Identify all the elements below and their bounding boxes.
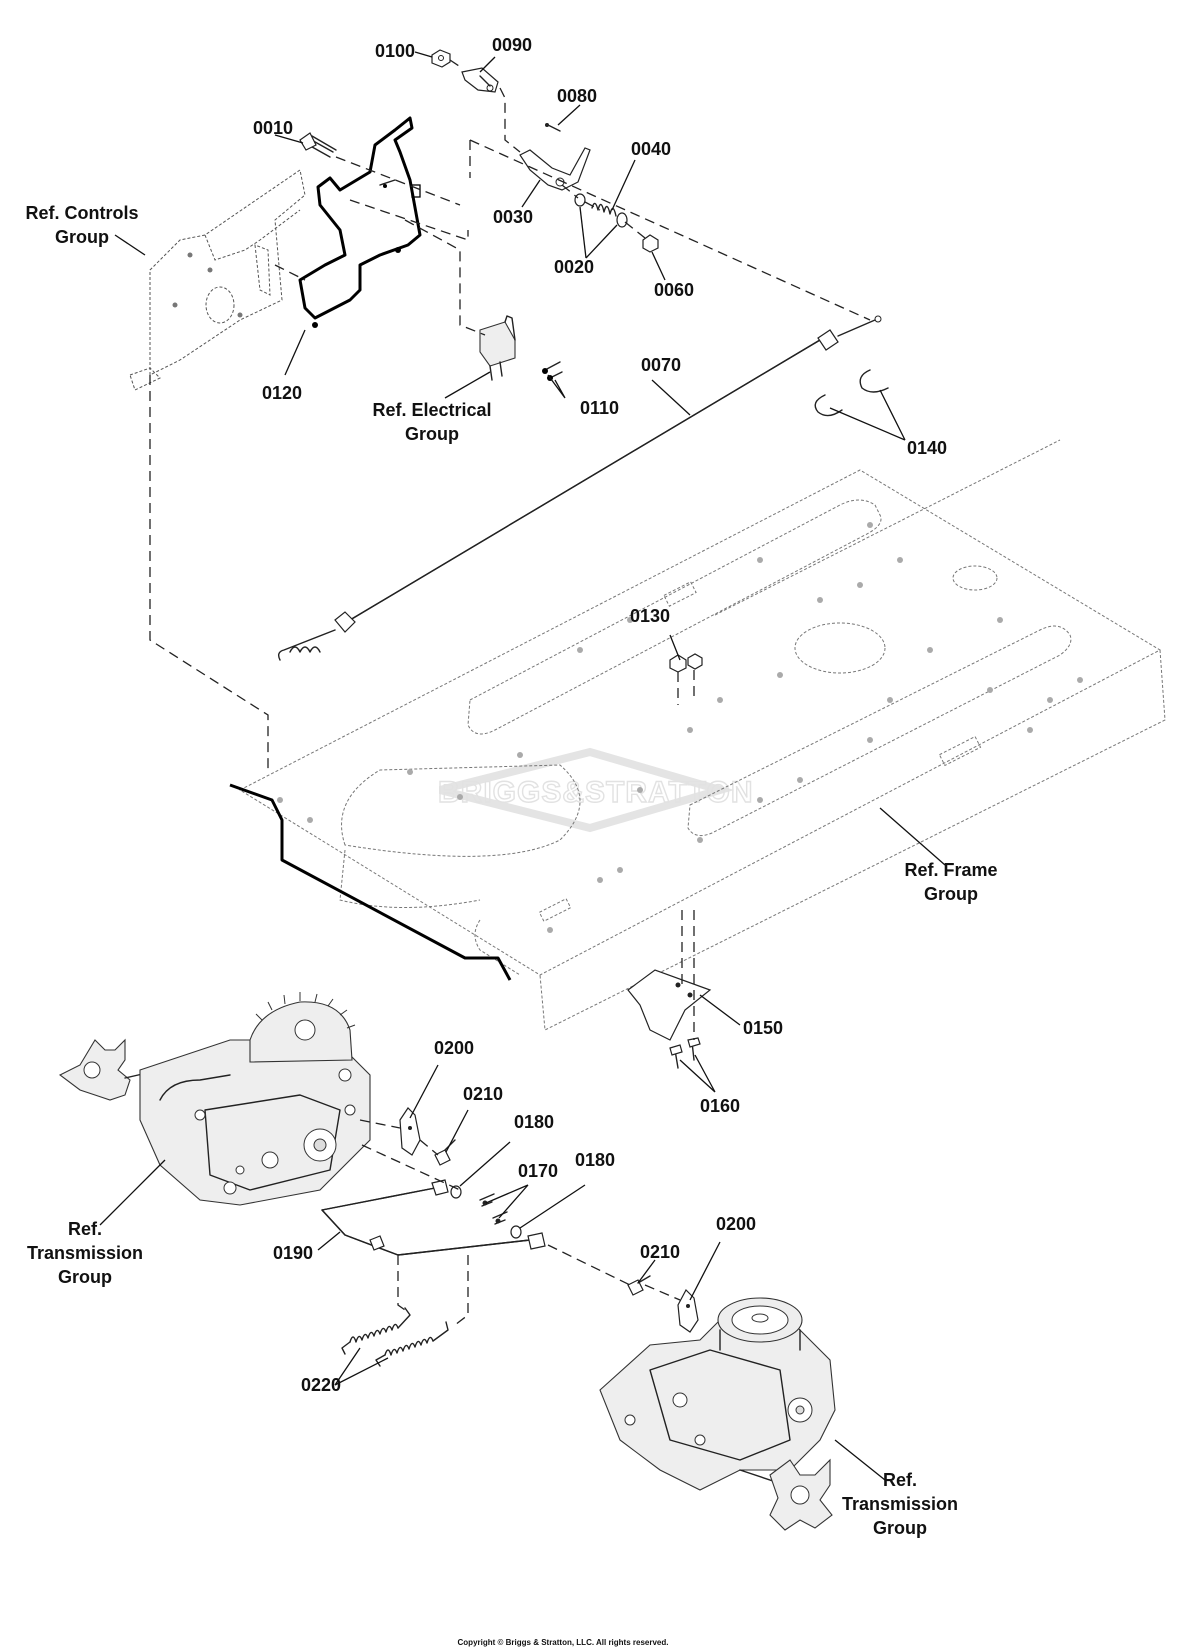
brand-watermark: BRIGGS&STRATTON [437, 747, 754, 833]
label-0100: 0100 [375, 41, 415, 61]
label-0200-b: 0200 [716, 1214, 756, 1234]
cable-0070 [277, 315, 882, 661]
label-0180-a: 0180 [514, 1112, 554, 1132]
bolt-0010 [299, 132, 337, 158]
label-0210-a: 0210 [463, 1084, 503, 1104]
clips-0170 [479, 1193, 508, 1225]
svg-text:Group: Group [924, 884, 978, 904]
hardware-0130 [669, 653, 703, 705]
bracket-0150 [627, 969, 712, 1041]
spring-0040 [591, 202, 628, 228]
svg-text:Group: Group [55, 227, 109, 247]
washer-0180-b [510, 1225, 522, 1239]
bolts-0160 [669, 1037, 701, 1069]
watermark-text: BRIGGS&STRATTON [438, 776, 754, 809]
svg-text:Group: Group [405, 424, 459, 444]
svg-text:Ref. Controls: Ref. Controls [25, 203, 138, 223]
label-0130: 0130 [630, 606, 670, 626]
label-0140: 0140 [907, 438, 947, 458]
label-0150: 0150 [743, 1018, 783, 1038]
clip-0090 [461, 67, 499, 93]
controls-group-bracket [129, 169, 306, 391]
lever-0030 [519, 147, 591, 191]
fasteners-0110 [542, 361, 563, 381]
ref-electrical-group: Ref. Electrical Group [372, 400, 491, 444]
label-0080: 0080 [557, 86, 597, 106]
label-0010: 0010 [253, 118, 293, 138]
svg-text:Ref.: Ref. [68, 1219, 102, 1239]
frame-outline [229, 439, 1166, 1031]
ref-frame-group: Ref. Frame Group [904, 860, 997, 904]
springs-0220 [341, 1307, 449, 1367]
svg-text:Transmission: Transmission [27, 1243, 143, 1263]
label-0220: 0220 [301, 1375, 341, 1395]
label-0160: 0160 [700, 1096, 740, 1116]
ref-transmission-group-left: Ref. Transmission Group [27, 1219, 143, 1287]
label-0180-b: 0180 [575, 1150, 615, 1170]
label-0120: 0120 [262, 383, 302, 403]
label-0190: 0190 [273, 1243, 313, 1263]
label-0060: 0060 [654, 280, 694, 300]
clips-0140 [814, 369, 889, 417]
plate-0200-right [677, 1289, 699, 1333]
ref-transmission-group-right: Ref. Transmission Group [842, 1470, 958, 1538]
reference-labels: Ref. Controls Group Ref. Electrical Grou… [25, 203, 997, 1538]
washer-0180-a [450, 1185, 462, 1199]
svg-text:Transmission: Transmission [842, 1494, 958, 1514]
label-0210-b: 0210 [640, 1242, 680, 1262]
label-0040: 0040 [631, 139, 671, 159]
label-0090: 0090 [492, 35, 532, 55]
label-0020: 0020 [554, 257, 594, 277]
electrical-switch [479, 315, 516, 381]
label-0200-a: 0200 [434, 1038, 474, 1058]
svg-text:Group: Group [58, 1267, 112, 1287]
ref-controls-group: Ref. Controls Group [25, 203, 138, 247]
svg-text:Ref. Electrical: Ref. Electrical [372, 400, 491, 420]
washer-0020 [574, 193, 586, 207]
assembly-lines [149, 59, 871, 1326]
label-0170: 0170 [518, 1161, 558, 1181]
leader-lines [99, 51, 946, 1481]
transmission-left [58, 992, 371, 1206]
svg-text:Group: Group [873, 1518, 927, 1538]
part-labels: 0100 0090 0080 0010 0040 0030 0020 0060 … [253, 35, 947, 1395]
copyright-notice: Copyright © Briggs & Stratton, LLC. All … [458, 1638, 669, 1647]
svg-text:Ref. Frame: Ref. Frame [904, 860, 997, 880]
transmission-right [599, 1297, 836, 1531]
svg-text:Ref.: Ref. [883, 1470, 917, 1490]
pin-0080 [545, 123, 561, 132]
bracket-0120 [298, 116, 422, 328]
label-0110: 0110 [580, 398, 619, 418]
nut-0060 [642, 234, 659, 253]
bolt-0210-left [434, 1139, 456, 1166]
label-0030: 0030 [493, 207, 533, 227]
rod-0190 [321, 1179, 546, 1256]
label-0070: 0070 [641, 355, 681, 375]
nut-0100 [431, 49, 451, 68]
plate-0200-left [399, 1107, 421, 1156]
frame-front-flange [229, 783, 512, 981]
bolt-0210-right [627, 1275, 651, 1296]
